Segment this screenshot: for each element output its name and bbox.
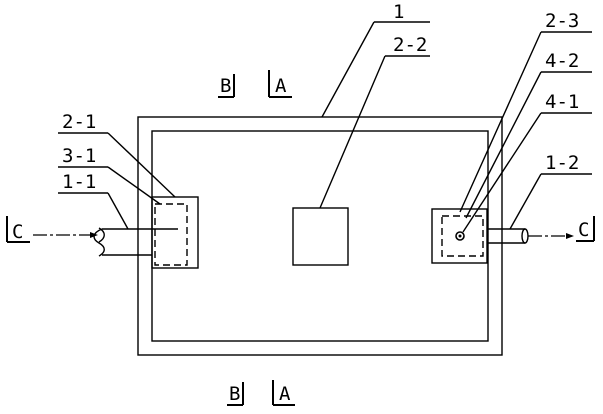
section-a-top: A [275, 75, 287, 97]
section-c-right: C [578, 219, 589, 241]
section-a-bottom: A [279, 383, 291, 405]
port-4-1 [455, 231, 465, 241]
section-mark-c-right: C [576, 216, 595, 242]
outlet-box-2-3 [431, 208, 488, 264]
label-4-2: 4-2 [545, 50, 579, 72]
section-mark-bottom: B A [227, 380, 295, 406]
label-2-1: 2-1 [62, 111, 96, 133]
label-1: 1 [393, 1, 404, 23]
block-2-2 [292, 207, 349, 266]
left-flow-arrow [33, 232, 98, 238]
section-c-left: C [12, 221, 23, 243]
section-b-top: B [220, 75, 231, 97]
right-flow-arrow [528, 233, 574, 239]
label-3-1: 3-1 [62, 145, 96, 167]
inlet-pipe-1-1 [93, 227, 178, 257]
section-mark-top: B A [218, 70, 292, 98]
label-2-2: 2-2 [393, 34, 427, 56]
label-1-1: 1-1 [62, 171, 96, 193]
inlet-box-2-1 [151, 196, 199, 269]
outlet-pipe-1-2 [487, 228, 529, 244]
section-b-bottom: B [229, 383, 240, 405]
label-1-2: 1-2 [545, 152, 579, 174]
leader-lines [58, 21, 592, 233]
section-mark-c-left: C [6, 216, 30, 243]
container-1 [137, 116, 503, 356]
label-4-1: 4-1 [545, 91, 579, 113]
label-2-3: 2-3 [545, 10, 579, 32]
